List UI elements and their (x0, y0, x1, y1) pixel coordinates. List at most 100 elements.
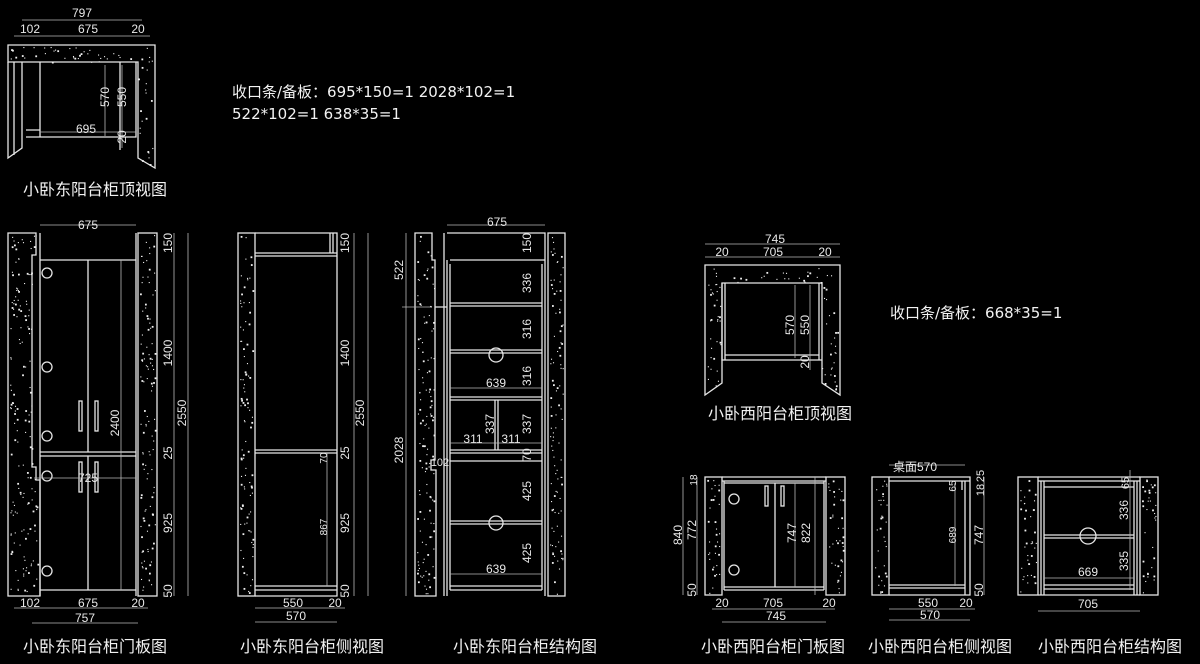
speckle (550, 284, 553, 286)
speckle (250, 485, 253, 488)
speckle (433, 530, 436, 533)
dim-back: 20 (959, 596, 973, 610)
dim-door-height: 747 (785, 523, 799, 543)
speckle (719, 341, 722, 344)
speckle (243, 387, 245, 389)
speckle (30, 240, 32, 242)
speckle (429, 462, 431, 465)
speckle (119, 56, 121, 59)
speckle (831, 367, 833, 369)
speckle (552, 436, 555, 438)
speckle (876, 529, 878, 531)
speckle (883, 499, 885, 501)
speckle (240, 340, 242, 342)
speckle (23, 492, 25, 495)
speckle (13, 303, 15, 305)
speckle (553, 456, 555, 458)
speckle (246, 343, 249, 346)
dim-left: 20 (715, 245, 729, 259)
speckle (69, 48, 71, 50)
speckle (29, 446, 32, 449)
speckle (719, 533, 721, 535)
speckle (431, 330, 433, 332)
speckle (142, 463, 144, 466)
speckle (26, 567, 28, 569)
speckle (1032, 509, 1035, 511)
speckle (141, 58, 144, 61)
speckle (13, 393, 15, 396)
speckle (34, 491, 36, 493)
speckle (828, 486, 830, 488)
speckle (426, 454, 428, 456)
dim-plinth: 50 (972, 583, 986, 597)
speckle (152, 294, 154, 296)
dim-back: 20 (328, 596, 342, 610)
speckle (419, 494, 421, 496)
dim-bottom-left: 102 (20, 596, 40, 610)
speckle (419, 391, 421, 394)
dim-left-upper: 522 (392, 260, 406, 280)
speckle (718, 484, 720, 486)
speckle (14, 303, 17, 306)
speckle (146, 415, 148, 418)
speckle (44, 47, 46, 49)
speckle (23, 556, 25, 558)
speckle (10, 512, 12, 514)
speckle (718, 553, 720, 556)
speckle (243, 457, 245, 459)
speckle (10, 533, 12, 535)
speckle (554, 555, 556, 557)
speckle (14, 511, 16, 513)
speckle (419, 303, 422, 306)
speckle (552, 553, 555, 556)
speckle (832, 543, 834, 545)
speckle (245, 321, 247, 323)
speckle (138, 78, 140, 81)
speckle (23, 573, 25, 575)
speckle (11, 402, 14, 404)
dim-depth-inner: 550 (798, 315, 812, 335)
speckle (807, 271, 809, 273)
speckle (558, 346, 561, 349)
speckle (840, 571, 843, 573)
caption-east-structure: 小卧东阳台柜结构图 (453, 637, 597, 656)
speckle (560, 255, 563, 258)
speckle (151, 343, 153, 345)
speckle (838, 488, 840, 490)
speckle (885, 545, 887, 548)
speckle (19, 544, 21, 546)
speckle (560, 510, 562, 512)
speckle (146, 530, 149, 532)
speckle (243, 420, 246, 422)
speckle (1153, 579, 1155, 581)
dim-body: 772 (685, 520, 699, 540)
speckle (430, 357, 432, 359)
speckle (830, 275, 833, 277)
speckle (245, 467, 247, 469)
speckle (75, 47, 77, 49)
speckle (1147, 576, 1149, 578)
speckle (28, 414, 30, 416)
speckle (14, 422, 16, 424)
speckle (1146, 480, 1148, 483)
speckle (551, 545, 554, 547)
speckle (139, 132, 141, 134)
speckle (11, 307, 14, 309)
speckle (419, 511, 422, 513)
speckle (710, 319, 713, 321)
dim-gap: 20 (115, 130, 129, 144)
speckle (22, 568, 24, 570)
speckle (834, 345, 837, 347)
speckle (709, 592, 711, 594)
speckle (424, 471, 427, 473)
speckle (550, 279, 552, 281)
speckle (18, 339, 21, 341)
speckle (1155, 492, 1157, 494)
dim-top: 150 (161, 233, 175, 253)
speckle (245, 373, 248, 376)
speckle (147, 276, 149, 278)
speckle (149, 322, 151, 324)
speckle (151, 325, 154, 328)
speckle (422, 382, 424, 384)
